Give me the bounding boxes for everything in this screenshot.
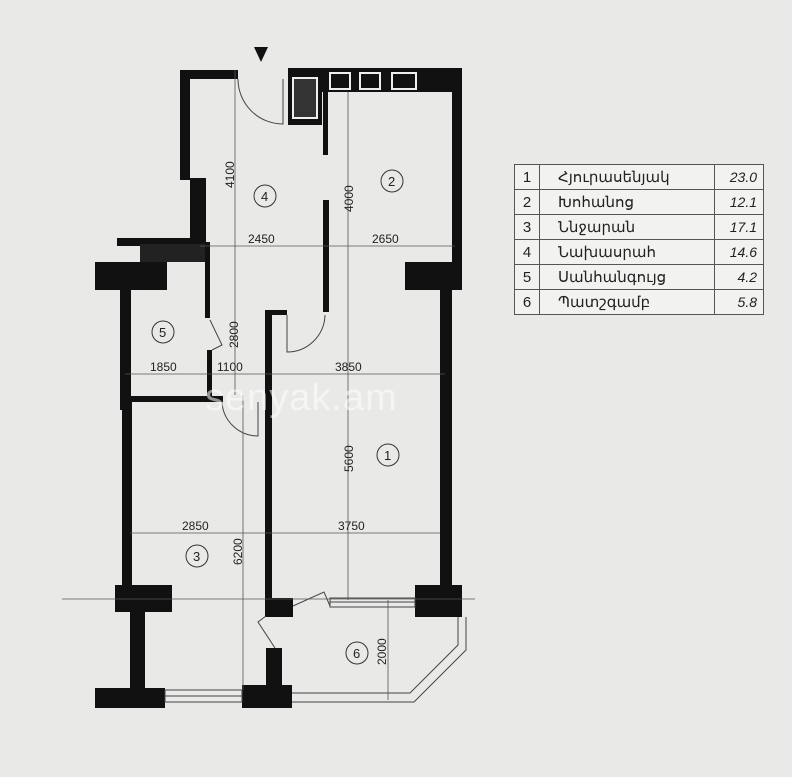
- room-number-1: 1: [384, 448, 391, 463]
- dim-6200: 6200: [231, 538, 245, 565]
- room-numbers: [151, 169, 404, 665]
- kitchen-appliances: [292, 72, 417, 119]
- doors-and-windows: [164, 78, 467, 703]
- dim-2850: 2850: [182, 519, 209, 533]
- dimension-labels: 4100 4000 2450 2650 2800 1850 1100 3850 …: [150, 161, 399, 665]
- dim-3850: 3850: [335, 360, 362, 374]
- dim-1100: 1100: [217, 360, 243, 374]
- room-number-5: 5: [159, 325, 166, 340]
- dim-2800: 2800: [227, 321, 241, 348]
- dim-4000: 4000: [342, 185, 356, 212]
- dim-3750: 3750: [338, 519, 365, 533]
- dim-4100: 4100: [223, 161, 237, 188]
- watermark: senyak.am: [205, 377, 398, 419]
- dimension-lines: [62, 70, 475, 700]
- dim-2000: 2000: [375, 638, 389, 665]
- room-number-4: 4: [261, 189, 268, 204]
- entrance-arrow-icon: [254, 47, 268, 62]
- dim-2650: 2650: [372, 232, 399, 246]
- room-number-3: 3: [193, 549, 200, 564]
- dim-1850: 1850: [150, 360, 177, 374]
- room-number-2: 2: [388, 174, 395, 189]
- dim-2450: 2450: [248, 232, 275, 246]
- dim-5600: 5600: [342, 445, 356, 472]
- room-number-6: 6: [353, 646, 360, 661]
